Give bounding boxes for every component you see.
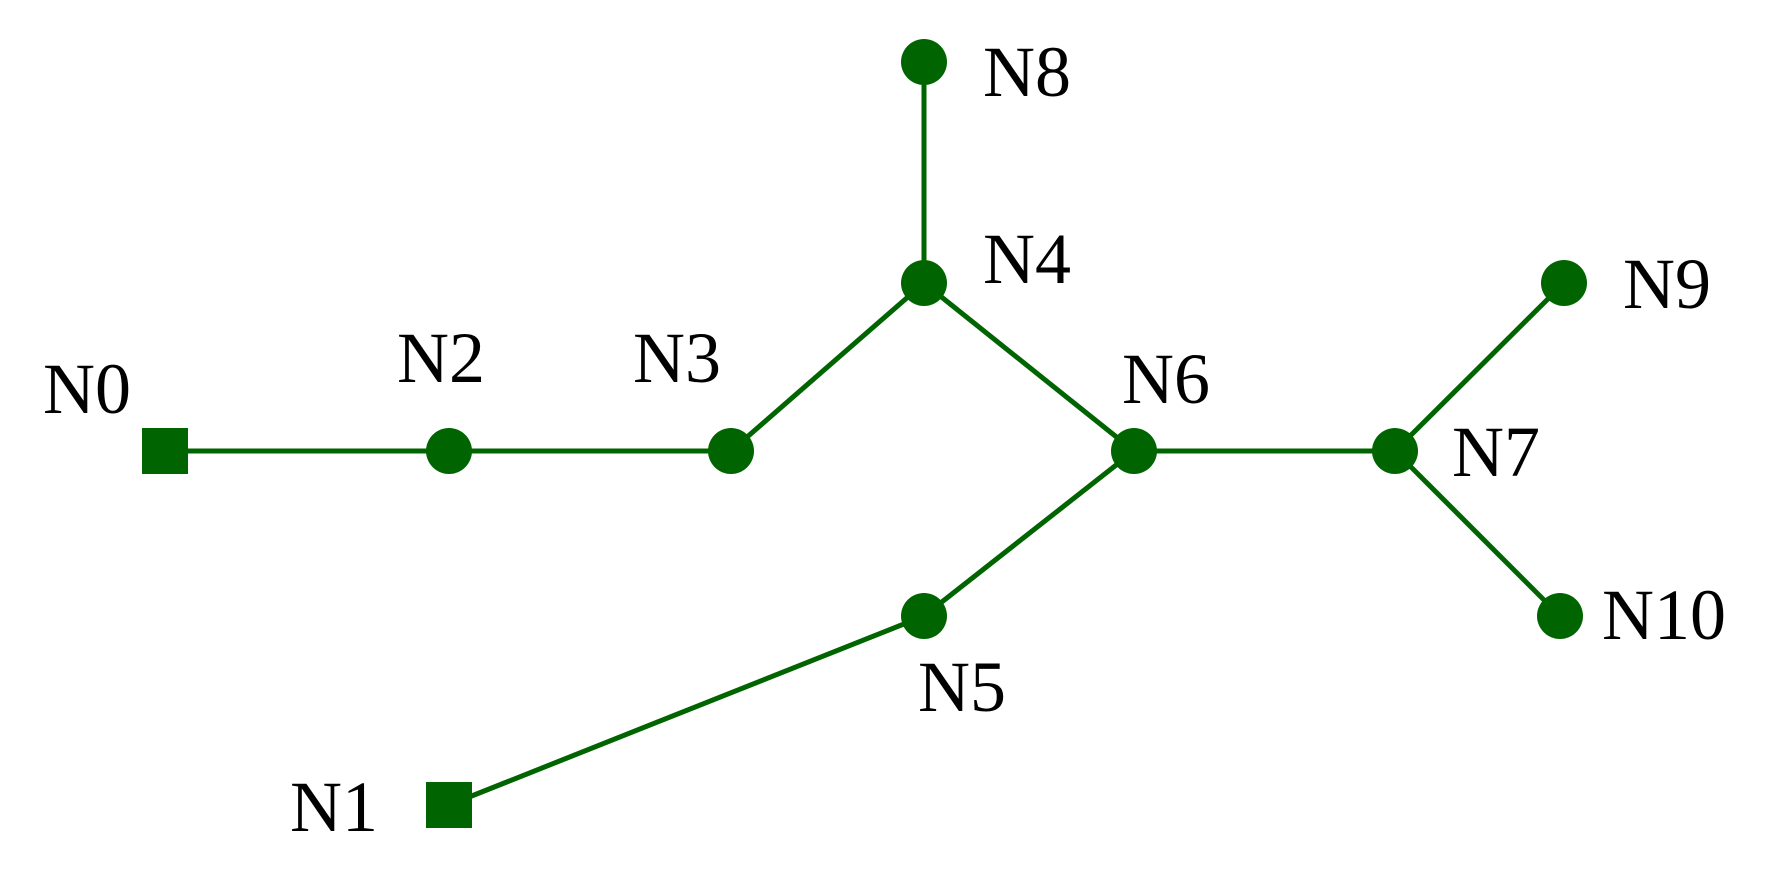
node-n10-circle — [1537, 593, 1583, 639]
node-label-n2: N2 — [397, 318, 485, 398]
node-label-n9: N9 — [1623, 244, 1711, 324]
node-label-n10: N10 — [1602, 575, 1726, 655]
edge-n1-n5 — [448, 613, 925, 808]
node-n6-circle — [1111, 428, 1157, 474]
node-label-n5: N5 — [918, 647, 1006, 727]
edge-n5-n6 — [922, 449, 1136, 618]
node-label-n4: N4 — [983, 219, 1071, 299]
edges-layer — [165, 62, 1566, 808]
node-n5-circle — [901, 593, 947, 639]
node-n4-circle — [901, 260, 947, 306]
node-n8-circle — [901, 39, 947, 85]
edge-n3-n4 — [729, 281, 926, 453]
node-n9-circle — [1541, 260, 1587, 306]
node-n7-circle — [1372, 428, 1418, 474]
node-label-n8: N8 — [983, 32, 1071, 112]
node-label-n6: N6 — [1122, 339, 1210, 419]
node-label-n7: N7 — [1452, 412, 1540, 492]
edge-n7-n10 — [1393, 449, 1562, 618]
node-label-n0: N0 — [43, 349, 131, 429]
node-n0-square — [142, 428, 188, 474]
node-label-n1: N1 — [290, 767, 378, 847]
node-n1-square — [426, 782, 472, 828]
edge-n7-n9 — [1393, 281, 1566, 453]
node-n2-circle — [426, 428, 472, 474]
nodes-layer — [142, 39, 1587, 828]
node-n3-circle — [708, 428, 754, 474]
edge-n4-n6 — [922, 281, 1136, 453]
node-label-n3: N3 — [633, 318, 721, 398]
